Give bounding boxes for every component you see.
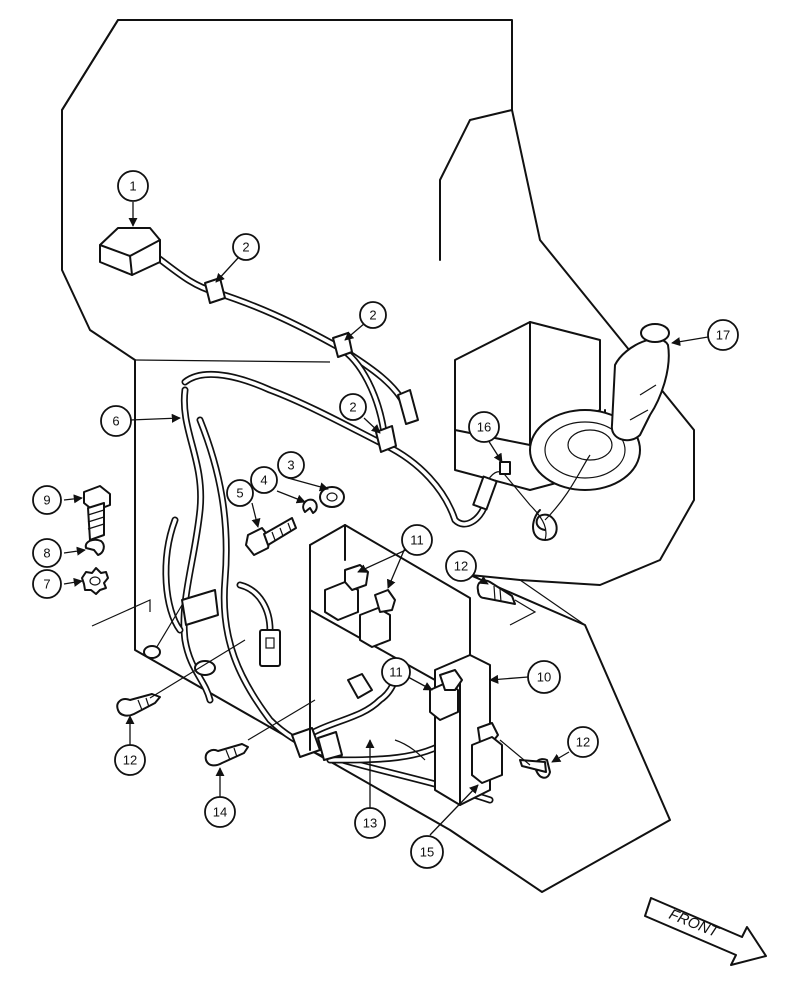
reference-lines — [91, 599, 537, 766]
screw-14 — [204, 743, 249, 767]
callout-8: 8 — [32, 538, 62, 568]
callout-leaders — [63, 202, 709, 836]
joystick-housing — [454, 321, 670, 491]
console-panel — [61, 19, 695, 893]
hardware-9-8-7 — [81, 485, 111, 595]
svg-text:2: 2 — [242, 240, 249, 255]
callout-6: 6 — [100, 405, 132, 437]
callout-13: 13 — [354, 807, 386, 839]
callout-2b: 2 — [359, 301, 387, 329]
callout-4: 4 — [250, 466, 278, 494]
callout-16: 16 — [468, 411, 500, 443]
callout-15: 15 — [410, 835, 444, 869]
clamps — [204, 277, 419, 453]
callout-2a: 2 — [232, 233, 260, 261]
svg-text:11: 11 — [389, 665, 403, 680]
svg-text:12: 12 — [123, 753, 137, 768]
svg-text:12: 12 — [576, 735, 590, 750]
callout-9: 9 — [32, 485, 62, 515]
callout-1: 1 — [117, 170, 149, 202]
svg-text:7: 7 — [43, 577, 50, 592]
svg-text:16: 16 — [477, 420, 491, 435]
svg-text:17: 17 — [716, 328, 730, 343]
svg-text:10: 10 — [537, 670, 551, 685]
callout-14: 14 — [204, 796, 236, 828]
screws-12 — [116, 579, 551, 779]
front-arrow: FRONT — [644, 897, 767, 966]
svg-text:15: 15 — [420, 845, 434, 860]
callout-2c: 2 — [339, 393, 367, 421]
svg-text:5: 5 — [236, 486, 243, 501]
connector-1 — [99, 227, 161, 276]
callout-12b: 12 — [114, 744, 146, 776]
callout-5: 5 — [226, 479, 254, 507]
svg-text:14: 14 — [213, 805, 227, 820]
callout-7: 7 — [32, 569, 62, 599]
callout-11a: 11 — [401, 524, 433, 556]
svg-text:1: 1 — [129, 179, 136, 194]
callout-12c: 12 — [567, 726, 599, 758]
svg-text:9: 9 — [43, 493, 50, 508]
callout-12a: 12 — [445, 550, 477, 582]
hardware-5-4-3 — [245, 486, 345, 556]
svg-text:2: 2 — [349, 400, 356, 415]
svg-text:3: 3 — [287, 458, 294, 473]
svg-text:4: 4 — [260, 473, 267, 488]
svg-text:12: 12 — [454, 559, 468, 574]
svg-text:13: 13 — [363, 816, 377, 831]
callout-11b: 11 — [381, 657, 411, 687]
callout-3: 3 — [277, 451, 305, 479]
callout-10: 10 — [527, 660, 561, 694]
svg-text:11: 11 — [410, 533, 424, 548]
callout-17: 17 — [707, 319, 739, 351]
svg-text:2: 2 — [369, 308, 376, 323]
svg-text:6: 6 — [112, 414, 119, 429]
svg-text:8: 8 — [43, 546, 50, 561]
part-15 — [471, 736, 503, 784]
